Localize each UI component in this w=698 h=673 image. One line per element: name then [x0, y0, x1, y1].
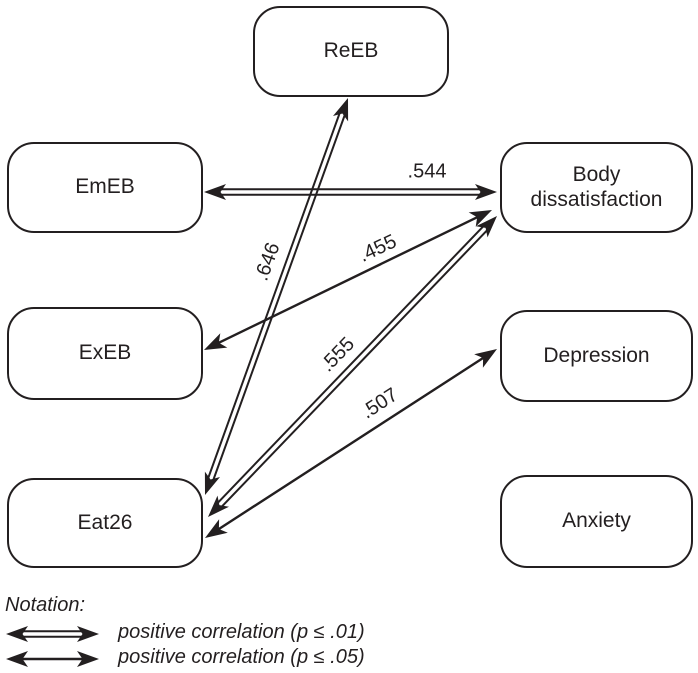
arrowhead [333, 98, 349, 122]
node-reeb: ReEB [253, 6, 449, 97]
edge-label-eat26-depression: .507 [357, 383, 403, 424]
edge-label-eat26-reeb: .646 [250, 239, 285, 284]
edge-label-exeb-body: .455 [355, 230, 401, 267]
arrowhead [77, 626, 99, 642]
arrowhead [475, 184, 497, 200]
legend-item-p01-label: positive correlation (p ≤ .01) [118, 621, 365, 643]
edge-label-eat26-body: .555 [316, 333, 360, 377]
arrowhead [205, 519, 228, 538]
edge-line [216, 355, 486, 532]
arrowhead [476, 216, 497, 238]
edge-line [211, 112, 347, 483]
edge-label-emeb-body: .544 [407, 160, 447, 183]
legend-item-p05-label: positive correlation (p ≤ .05) [118, 646, 365, 668]
edge-exeb-body [204, 210, 492, 350]
node-emeb: EmEB [7, 142, 203, 233]
arrowhead [6, 651, 28, 667]
edge-line [216, 215, 480, 345]
arrowhead [204, 184, 226, 200]
legend-single-line-arrow-icon [6, 651, 99, 667]
node-exeb-label: ExEB [78, 341, 132, 365]
arrowhead [474, 349, 497, 368]
node-reeb-label: ReEB [323, 39, 379, 63]
arrowhead [468, 210, 492, 227]
arrowhead [204, 471, 220, 495]
node-depression: Depression [500, 310, 693, 402]
node-anxiety-label: Anxiety [562, 509, 631, 533]
node-exeb: ExEB [7, 307, 203, 400]
arrowhead [6, 626, 28, 642]
edge-eat26-depression [205, 349, 497, 538]
edge-emeb-body [204, 184, 497, 200]
node-anxiety: Anxiety [500, 475, 693, 568]
arrowhead [208, 495, 229, 517]
node-eat26-label: Eat26 [77, 510, 133, 534]
edge-line [206, 110, 342, 481]
node-eat26: Eat26 [7, 478, 203, 568]
legend-title: Notation: [5, 594, 86, 616]
arrowhead [77, 651, 99, 667]
edge-eat26-reeb [204, 98, 349, 495]
legend-double-line-arrow-icon [6, 626, 99, 642]
arrowhead [204, 333, 228, 350]
node-body-dissatisfaction: Body dissatisfaction [500, 142, 693, 233]
node-emeb-label: EmEB [75, 175, 135, 199]
node-body-dissatisfaction-label: Body dissatisfaction [530, 163, 663, 211]
node-depression-label: Depression [543, 343, 650, 367]
edge-eat26-body [208, 216, 497, 517]
